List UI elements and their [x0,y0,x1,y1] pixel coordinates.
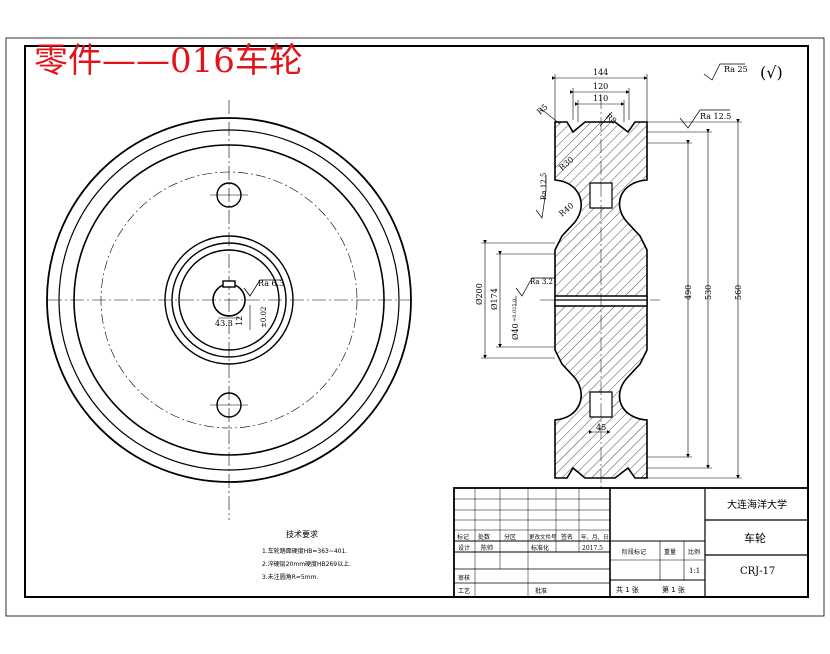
tb-scale-label: 比例 [688,548,700,556]
dim-560: 560 [734,285,743,300]
tb-sheet-no: 第 1 张 [662,585,685,594]
dim-110: 110 [593,94,608,103]
tb-header-2: 分区 [504,533,516,541]
finish-default: Ra 25 [724,65,748,74]
dim-120: 120 [593,82,608,91]
tech-req-item-1: 1.车轮踏面硬度HB=363~401. [262,547,347,555]
title-stamp: 零件——016车轮 [34,41,303,81]
front-view [46,100,412,520]
tb-standard-label: 标准化 [531,544,549,552]
title-block [453,487,809,598]
section-right-dims [589,119,742,479]
section-view [540,95,660,490]
tb-header-4: 签名 [561,533,573,541]
dim-r40: R40 [557,201,575,218]
key-width-label: 12 [235,316,244,326]
tb-header-1: 处数 [478,533,490,541]
section-left-dims [481,240,555,359]
section-top-dims [539,74,648,127]
tb-school: 大连海洋大学 [727,498,787,511]
tb-designer-label: 设计 [458,544,470,552]
tb-approve-label: 批准 [535,587,547,595]
dim-bore-tol: +0.025 0 [512,299,518,322]
finish-rim: Ra 12.5 [700,112,731,121]
hub-finish-label: Ra 6.3 [258,279,284,288]
tb-review-label: 审核 [458,574,470,582]
dim-45: 45 [596,423,606,432]
tb-header-3: 更改文件号 [529,533,557,541]
key-tol-label: ±0.02 [260,307,268,328]
tb-header-5: 年、月、日 [581,533,609,541]
tech-req-heading: 技术要求 [286,529,318,539]
technical-requirements: 技术要求 1.车轮踏面硬度HB=363~401. 2.淬硬层20mm硬度HB26… [262,529,351,581]
finish-web: Ra 12.5 [540,173,548,200]
tb-drawing-no: CRJ-17 [740,566,775,577]
tb-process-label: 工艺 [458,587,470,595]
keyway-depth-label: 43.3 [215,319,233,328]
tb-header-0: 标记 [457,533,469,541]
tech-req-item-3: 3.未注圆角R=5mm. [262,573,318,581]
finish-bore: Ra 3.2 [530,278,553,286]
finish-marks [515,63,745,297]
tb-sheets: 共 1 张 [616,585,639,594]
inner-frame [24,45,809,598]
tb-scale: 1:1 [689,567,700,575]
dim-bore: Ø40 [511,323,520,340]
finish-default-paren: (√) [760,63,783,82]
dim-d174: Ø174 [490,288,499,310]
dim-530: 530 [704,285,713,300]
dim-144: 144 [593,68,608,77]
tech-req-item-2: 2.淬硬层20mm硬度HB269以上. [262,560,351,568]
tb-stage-label: 阶段标记 [622,548,646,556]
dim-490: 490 [684,285,693,300]
dim-d200: Ø200 [475,283,484,305]
tb-part-name: 车轮 [744,531,766,545]
tb-date: 2017.5 [582,545,603,552]
outer-frame [5,37,825,617]
title-block-text: 标记 处数 分区 更改文件号 签名 年、月、日 设计 陈帅 标准化 2017.5… [457,498,787,595]
tb-weight-label: 重量 [664,548,676,556]
tb-designer-name: 陈帅 [481,544,493,552]
